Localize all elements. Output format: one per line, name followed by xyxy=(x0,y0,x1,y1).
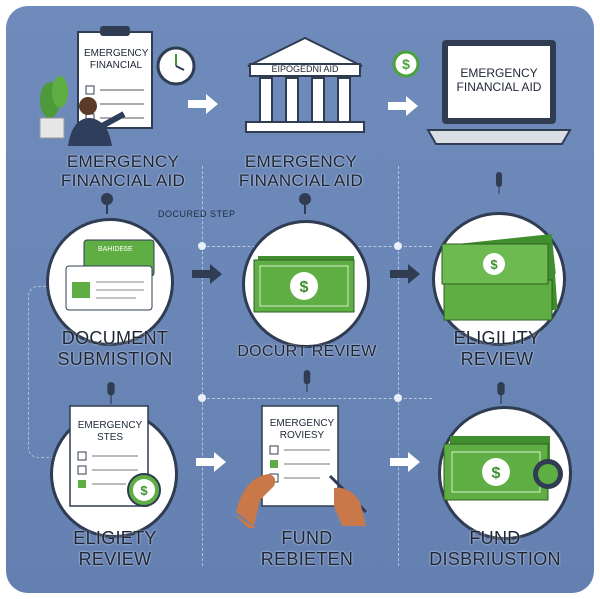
step2-label: EMERGENCY FINANCIAL AID xyxy=(238,152,364,190)
svg-text:$: $ xyxy=(300,279,309,296)
pin-icon xyxy=(101,193,113,214)
step5-label: DOCURT REVIEW xyxy=(237,343,377,360)
floating-step-text: DOCURED STEP xyxy=(158,209,236,219)
connector-line xyxy=(398,166,399,566)
step6-label: ELIGILITY REVIEW xyxy=(453,328,541,369)
step1-label: EMERGENCY FINANCIAL AID xyxy=(60,152,186,190)
diagram-board: DOCURED STEP EMERGENCY FINANCIAL EMERGEN… xyxy=(6,6,594,593)
arrow-icon xyxy=(192,264,222,284)
step4-inner-text: BAHIDE6E xyxy=(98,246,133,253)
svg-text:$: $ xyxy=(492,465,501,482)
connector-dot xyxy=(198,242,206,250)
arrow-icon xyxy=(388,96,418,116)
currency-glyph: $ xyxy=(402,56,410,72)
checklist-icon: $ xyxy=(69,405,161,507)
svg-text:$: $ xyxy=(140,483,148,498)
connector-line xyxy=(202,398,432,399)
arrow-icon xyxy=(196,452,226,472)
step1-inner-text: EMERGENCY FINANCIAL xyxy=(84,48,149,71)
pin-icon xyxy=(299,193,311,214)
step9-label: FUND DISBRIUSTION xyxy=(429,528,561,569)
step8-label: FUND REBIETEN xyxy=(260,528,354,569)
document-card-icon xyxy=(65,239,155,311)
step7-label: ELIGIETY REVIEW xyxy=(73,528,157,569)
step1-illustration xyxy=(39,26,196,146)
connector-line xyxy=(28,286,57,458)
connector-dot xyxy=(394,394,402,402)
bank-icon xyxy=(245,36,365,133)
laptop-icon xyxy=(426,40,572,145)
arrow-icon xyxy=(390,452,420,472)
pin-icon xyxy=(496,172,502,194)
step8-inner-text: EMERGENCY ROVIESY xyxy=(269,418,335,441)
pin-icon xyxy=(303,370,311,392)
arrow-icon xyxy=(390,264,420,284)
pin-icon xyxy=(107,382,115,404)
step3-inner-text: EMERGENCY FINANCIAL AID xyxy=(456,66,542,94)
svg-text:$: $ xyxy=(490,257,498,272)
step7-inner-text: EMERGENCY STES xyxy=(77,420,143,443)
money-stack-icon: $ xyxy=(441,234,558,321)
person-icon xyxy=(79,97,97,115)
step2-inner-text: EIPOGEDNI AID xyxy=(271,64,339,74)
banknote-icon: $ xyxy=(253,256,355,313)
dollar-coin-icon: $ xyxy=(392,50,420,78)
pin-icon xyxy=(497,382,505,404)
banknote-coin-icon: $ xyxy=(443,436,563,501)
connector-dot xyxy=(198,394,206,402)
step4-label: DOCUMENT SUBMISTION xyxy=(57,328,173,369)
connector-dot xyxy=(394,242,402,250)
step4-circle xyxy=(46,218,174,346)
signing-document-icon xyxy=(234,405,368,528)
arrow-icon xyxy=(188,94,218,114)
connector-line xyxy=(202,166,203,566)
